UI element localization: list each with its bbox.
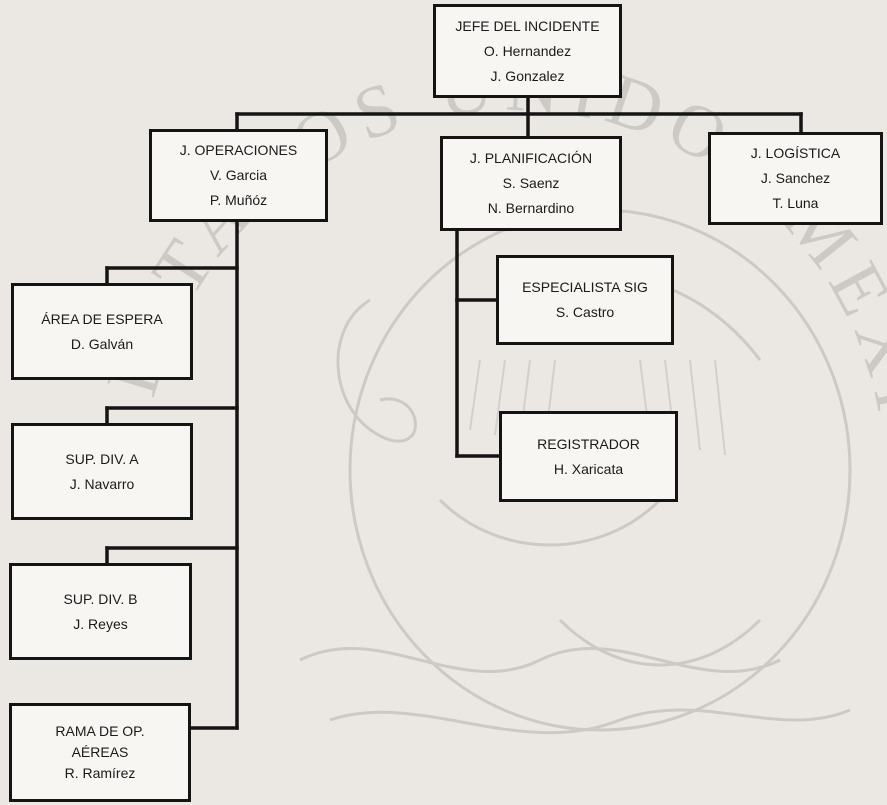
node-rama-op-aereas: RAMA DE OP. AÉREAS R. Ramírez bbox=[9, 703, 191, 802]
node-member: H. Xaricata bbox=[553, 460, 624, 477]
node-member: V. Garcia bbox=[209, 167, 268, 183]
node-member: N. Bernardino bbox=[487, 200, 575, 216]
node-jefe-del-incidente: JEFE DEL INCIDENTE O. Hernandez J. Gonza… bbox=[433, 4, 622, 98]
node-title: J. LOGÍSTICA bbox=[750, 145, 841, 161]
node-member: J. Navarro bbox=[69, 475, 135, 492]
node-title: J. OPERACIONES bbox=[179, 142, 298, 158]
node-member: J. Gonzalez bbox=[490, 67, 565, 84]
node-title: RAMA DE OP. bbox=[55, 723, 145, 739]
node-operaciones: J. OPERACIONES V. Garcia P. Muñóz bbox=[149, 129, 328, 222]
node-member: D. Galván bbox=[70, 335, 134, 352]
node-member: T. Luna bbox=[772, 195, 819, 211]
node-especialista-sig: ESPECIALISTA SIG S. Castro bbox=[496, 255, 674, 345]
node-member: R. Ramírez bbox=[64, 765, 136, 781]
node-title: REGISTRADOR bbox=[537, 435, 640, 452]
node-member: J. Reyes bbox=[73, 615, 128, 632]
node-planificacion: J. PLANIFICACIÓN S. Saenz N. Bernardino bbox=[440, 136, 622, 231]
node-title: ÁREA DE ESPERA bbox=[41, 310, 163, 327]
node-title: ESPECIALISTA SIG bbox=[522, 279, 648, 295]
node-member: O. Hernandez bbox=[483, 42, 572, 59]
node-area-de-espera: ÁREA DE ESPERA D. Galván bbox=[11, 283, 193, 380]
node-registrador: REGISTRADOR H. Xaricata bbox=[499, 411, 678, 502]
node-title: JEFE DEL INCIDENTE bbox=[455, 17, 600, 34]
node-member: J. Sanchez bbox=[760, 170, 831, 186]
node-logistica: J. LOGÍSTICA J. Sanchez T. Luna bbox=[708, 132, 883, 225]
node-title: SUP. DIV. A bbox=[65, 450, 139, 467]
node-member: P. Muñóz bbox=[209, 192, 268, 208]
node-member: S. Castro bbox=[555, 304, 615, 320]
node-title: AÉREAS bbox=[71, 744, 129, 760]
node-sup-div-a: SUP. DIV. A J. Navarro bbox=[11, 423, 193, 520]
node-title: J. PLANIFICACIÓN bbox=[469, 150, 593, 166]
node-member: S. Saenz bbox=[502, 175, 560, 191]
node-title: SUP. DIV. B bbox=[63, 590, 138, 607]
node-sup-div-b: SUP. DIV. B J. Reyes bbox=[9, 563, 192, 660]
